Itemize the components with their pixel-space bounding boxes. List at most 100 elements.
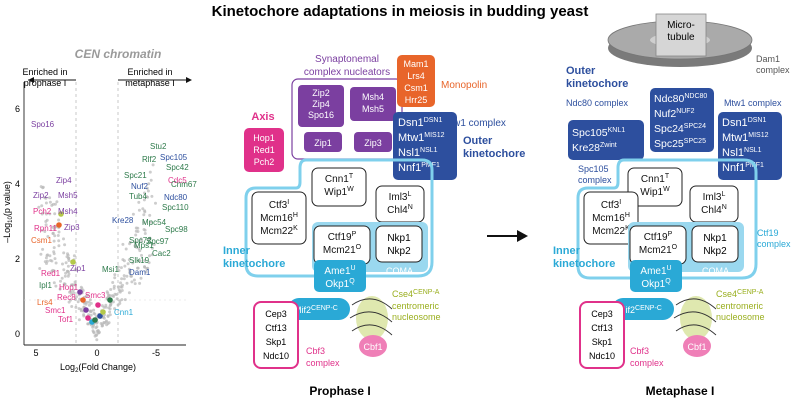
volcano-plot: CEN chromatin Enriched in prophase I Enr… (2, 47, 197, 374)
scatter-point (118, 290, 122, 294)
scatter-point (128, 271, 132, 275)
snc-zip1-box (304, 132, 342, 152)
scatter-point (53, 234, 57, 238)
scatter-point (125, 274, 129, 278)
snc-spo16: Spo16 (308, 110, 334, 120)
m-cse4-label: Cse4CENP-A (716, 289, 764, 299)
centromeric-line2: nucleosome (392, 312, 441, 322)
scatter-point (116, 285, 120, 289)
m-outer-kinetochore-line2: kinetochore (566, 78, 628, 90)
scatter-point (113, 292, 117, 296)
scatter-point (55, 200, 59, 204)
mif2-label: Mif2CENP-C (294, 305, 338, 315)
iml3-row-iml3: Iml3L (389, 191, 412, 203)
gene-label-smc3: Smc3 (85, 291, 106, 300)
scatter-point (63, 243, 67, 247)
gene-label-cnm67: Cnm67 (171, 180, 197, 189)
cbf3-ctf13: Ctf13 (265, 323, 287, 333)
cbf3-label-line2: complex (306, 358, 340, 368)
ndc80-complex-label: Ndc80 complex (566, 98, 629, 108)
scatter-point (52, 250, 56, 254)
snc-zip3: Zip3 (364, 138, 382, 148)
monopolin-label: Monopolin (441, 80, 487, 91)
scatter-point (45, 218, 49, 222)
scatter-point (134, 226, 138, 230)
m-mif2-label: Mif2CENP-C (618, 305, 662, 315)
scatter-point (74, 283, 77, 286)
scatter-point (120, 298, 124, 302)
scatter-point (107, 293, 111, 297)
m-cbf3-ctf13: Ctf13 (591, 323, 613, 333)
scatter-point (44, 201, 48, 205)
scatter-point (53, 212, 57, 216)
scatter-point (40, 204, 44, 208)
scatter-point (107, 321, 111, 325)
cse4-label: Cse4CENP-A (392, 289, 440, 299)
ame1-row-okp1: Okp1Q (325, 278, 355, 290)
scatter-point (105, 290, 109, 294)
scatter-point (137, 208, 141, 212)
scatter-point (132, 278, 136, 282)
ame1-okp1-box (314, 260, 366, 292)
gene-label-nuf2: Nuf2 (131, 182, 148, 191)
gene-label-rpn11: Rpn11 (34, 224, 58, 233)
metaphase-diagram: Micro- tubule Dam1 complex Outer kinetoc… (553, 13, 791, 398)
scatter-point (150, 253, 154, 257)
scatter-point (73, 268, 77, 272)
monopolin-box (397, 55, 435, 107)
scatter-point (150, 246, 154, 250)
outer-kinetochore-line1: Outer (463, 135, 493, 147)
highlight-point (92, 317, 98, 323)
ndc80-row-spc25: Spc25SPC25 (654, 138, 706, 150)
ctf3-row-mcm22: Mcm22K (260, 225, 298, 237)
scatter-point (131, 212, 135, 216)
scatter-point (94, 333, 98, 337)
gene-label-csm1: Csm1 (31, 236, 52, 245)
gene-label-smc1: Smc1 (45, 306, 66, 315)
dam1-line1: Dam1 (756, 54, 780, 64)
ndc80-row-ndc80: Ndc80NDC80 (654, 93, 707, 105)
ndc80-box (650, 88, 714, 152)
scatter-point (62, 268, 66, 272)
snc-zip3-box (354, 132, 392, 152)
scatter-point (107, 306, 111, 310)
microtubule-line1: Micro- (667, 20, 695, 31)
spc105-label-line1: Spc105 (578, 164, 609, 174)
m-cbf1-label: Cbf1 (687, 342, 706, 352)
scatter-point (96, 329, 100, 333)
m-ctf3-row-mcm16: Mcm16H (592, 212, 630, 224)
enriched-prophase-arrowhead (28, 77, 34, 83)
scatter-point (92, 330, 95, 334)
snc-label-line1: Synaptonemal (315, 54, 379, 65)
axis-pch2: Pch2 (254, 157, 275, 167)
cnn1-wip1-box (311, 167, 367, 207)
scatter-point (71, 288, 75, 292)
scatter-point (151, 163, 155, 167)
m-cnn1-wip1-box (627, 167, 683, 207)
gene-label-tub4: Tub4 (129, 192, 147, 201)
snc-zip2: Zip2 (312, 88, 330, 98)
y-tick-2: 2 (15, 254, 20, 264)
gene-label-kre28: Kre28 (112, 216, 134, 225)
gene-label-msi1: Msi1 (102, 265, 119, 274)
scatter-point (124, 247, 128, 251)
scatter-point (82, 313, 86, 317)
scatter-point (67, 270, 70, 274)
scatter-point (48, 212, 52, 216)
gene-label-mps1: Mps1 (134, 241, 154, 250)
highlight-point (95, 302, 101, 308)
gene-label-mpc54: Mpc54 (142, 218, 167, 227)
m-nkp2: Nkp2 (703, 246, 727, 257)
scatter-point (95, 325, 99, 329)
scatter-point (54, 284, 58, 288)
scatter-point (43, 230, 47, 233)
scatter-point (75, 295, 78, 299)
scatter-point (79, 309, 83, 313)
scatter-point (122, 259, 126, 263)
scatter-point (62, 251, 66, 255)
inner-kinetochore-line1: Inner (223, 245, 251, 257)
scatter-point (96, 331, 100, 335)
